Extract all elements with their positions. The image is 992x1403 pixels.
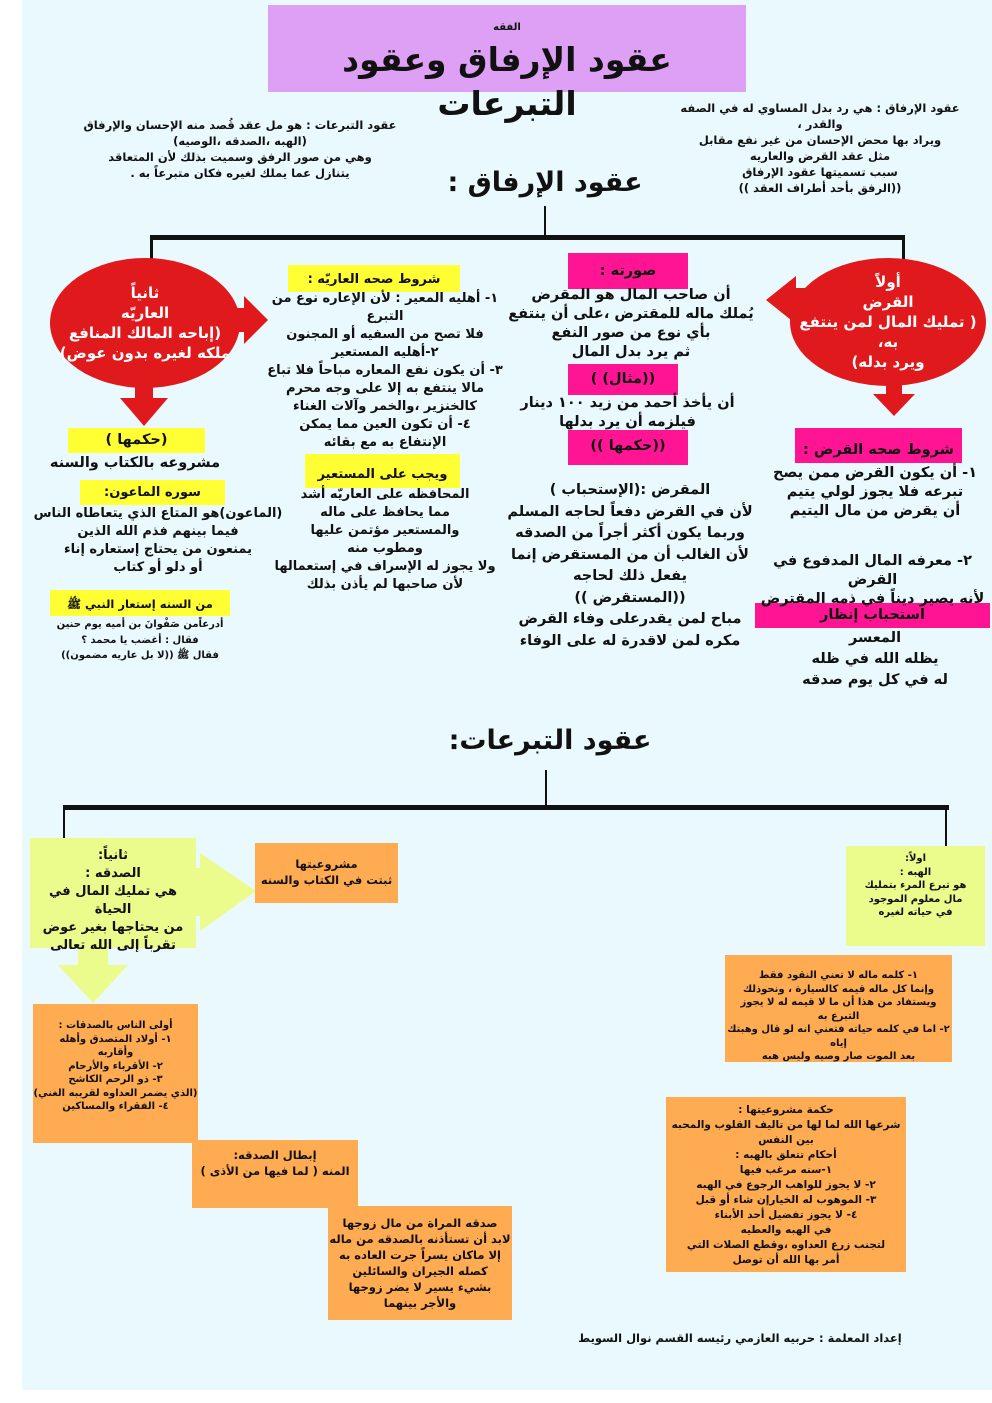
ariya-node: ثانياً العاريّه (إباحه المالك المنافع مل… xyxy=(50,258,240,388)
hiba-node xyxy=(846,846,985,946)
sunnah-text: أدرعاًمن صَفْوانَ بن أميه يوم حنين فقال … xyxy=(56,619,224,661)
borrower-label-box xyxy=(305,454,460,488)
qard-conditions-label-box xyxy=(795,428,962,463)
ariya-node-text: ثانياً العاريّه (إباحه المالك المنافع مل… xyxy=(59,284,231,362)
ariya-conditions-label: شروط صحه العاريّه : xyxy=(307,272,441,287)
connector xyxy=(544,206,546,237)
sadaqa-invalidation-text: إبطال الصدقه: المنه ( لما فيها من الأذى … xyxy=(200,1148,350,1178)
qard-ruling-text: المقرض :(الإستحباب ) لأن في القرض دفعاً … xyxy=(507,482,753,649)
borrower-label: ويجب على المستعير xyxy=(317,467,448,482)
hiba-wisdom-text: حكمة مشروعيتها : شرعها الله لما لها من ت… xyxy=(671,1104,901,1266)
sadaqa-wife-text: صدقه المراة من مال زوجها لابد أن تستأذنه… xyxy=(329,1216,511,1310)
form-text: أن صاحب المال هو المقرض يُملك ماله للمقت… xyxy=(508,287,754,360)
connector xyxy=(945,808,947,848)
form-label-box xyxy=(568,253,688,289)
arrow-down-icon xyxy=(120,382,168,426)
footer-credit: إعداد المعلمة : حربيه العازمي رئيسه القس… xyxy=(578,1331,902,1345)
arrow-right-icon xyxy=(190,853,256,931)
irfaq-definition: عقود الإرفاق : هي رد بدل المساوي له في ا… xyxy=(680,101,960,195)
qard-node: أولاً القرض ( تمليك المال لمن ينتفع به، … xyxy=(790,258,986,386)
sadaqa-node xyxy=(30,838,196,948)
ruling-label: ((حكمها )) xyxy=(590,438,666,454)
tabarruat-definition: عقود التبرعات : هو مل عقد قُصد منه الإحس… xyxy=(83,118,397,180)
connector xyxy=(63,808,65,840)
branch-line xyxy=(63,805,949,810)
ruling-label-box xyxy=(568,430,688,465)
borrower-text: المحافظه على العاريّه أشد مما يحافظ على … xyxy=(274,487,496,592)
grace-label-box xyxy=(755,603,990,628)
connector xyxy=(150,238,153,262)
grace-label: استحباب إنظار xyxy=(820,607,925,623)
branch-line xyxy=(150,235,905,240)
ariya-conditions-label-box xyxy=(288,265,460,292)
tabarruat-heading: عقود التبرعات: xyxy=(448,725,652,756)
maun-label: سوره الماعون: xyxy=(104,485,201,500)
hiba-wisdom-box xyxy=(666,1097,906,1272)
sadaqa-priority-text: أولى الناس بالصدقات : ١- أولاد المتصدق و… xyxy=(33,1020,198,1112)
sadaqa-legitimacy-text: مشروعيتها ثبتت في الكتاب والسنه xyxy=(260,857,393,887)
qard-condition-2: ٢- معرفه المال المدفوع في القرض لأنه يصي… xyxy=(760,553,985,607)
example-text: أن يأخذ أحمد من زيد ١٠٠ دينار فيلزمه أن … xyxy=(520,395,735,430)
maun-label-box xyxy=(80,480,225,505)
sadaqa-node-text: ثانياً: الصدقه : هي تمليك المال في الحيا… xyxy=(42,848,184,953)
irfaq-heading: عقود الإرفاق : xyxy=(447,167,643,198)
ariya-ruling-text: مشروعه بالكتاب والسنه xyxy=(49,455,221,471)
grace-text: المعسر يظله الله في ظله له في كل يوم صدق… xyxy=(802,630,948,688)
sadaqa-legitimacy-box xyxy=(255,843,398,903)
qard-conditions-label: شروط صحه القرض : xyxy=(803,442,954,458)
example-label: ((مثال) ) xyxy=(590,371,656,387)
ariya-ruling-label-box xyxy=(68,428,205,453)
arrow-down-icon xyxy=(873,380,915,416)
qard-node-text: أولاً القرض ( تمليك المال لمن ينتفع به، … xyxy=(799,273,977,371)
hiba-node-text: اولاً: الهبه : هو تبرع المرء بتمليك مال … xyxy=(864,853,967,918)
sadaqa-priority-box xyxy=(33,1004,198,1143)
hiba-notes-box xyxy=(725,955,952,1062)
connector xyxy=(545,770,547,807)
sadaqa-wife-box xyxy=(328,1206,512,1320)
subject-label: الفقه xyxy=(493,22,521,33)
ariya-conditions-text: ١- أهليه المعير : لأن الإعاره نوع من الت… xyxy=(267,291,503,450)
form-label: صورته : xyxy=(599,263,657,279)
maun-text: (الماعون)هو المتاع الذي يتعاطاه الناس في… xyxy=(33,506,283,575)
example-label-box xyxy=(568,364,678,395)
ariya-ruling-label: (حكمها ) xyxy=(105,432,168,448)
connector xyxy=(902,238,905,262)
page-title: عقود الإرفاق وعقود التبرعات xyxy=(342,40,672,123)
arrow-down-icon xyxy=(58,945,128,1003)
title-box xyxy=(268,5,746,92)
hiba-notes-text: ١- كلمه ماله لا تعني النقود فقط وإنما كل… xyxy=(727,970,950,1062)
sadaqa-invalidation-box xyxy=(192,1140,358,1208)
qard-condition-1: ١- أن يكون القرض ممن يصح تبرعه فلا يجوز … xyxy=(772,465,978,519)
arrow-right-icon xyxy=(232,296,268,344)
sunnah-label: من السنه إستعار النبي ﷺ xyxy=(67,597,213,611)
sunnah-label-box xyxy=(50,590,230,616)
